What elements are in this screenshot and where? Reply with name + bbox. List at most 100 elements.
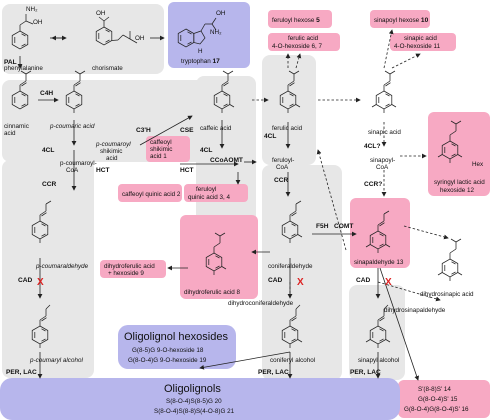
label-caffeoyl-shikimic-1: caffeoyl (150, 139, 172, 146)
label-cinnamic-2: acid (4, 130, 16, 137)
nh2-label: NH₂ (26, 6, 38, 13)
label-chorismate: chorismate (92, 65, 123, 72)
oligolignol-hexosides-title: Oligolignol hexosides (124, 331, 228, 343)
oligolignols-line1: S(8-O-4)S(8-5)G 20 (166, 398, 222, 405)
label-feruloyl-coa-2: CoA (276, 164, 289, 171)
label-sinapic: sinapic acid (368, 129, 401, 136)
label-coniferyl-alcohol: coniferyl alcohol (270, 357, 315, 364)
label-sinapoyl-coa-2: CoA (376, 164, 389, 171)
box-syringyl (428, 112, 490, 196)
s-oligolignols-line3: G(8-O-4)G(8-O-4)S' 16 (404, 406, 469, 413)
label-sinapic-hexoside-1: sinapic acid (404, 35, 437, 42)
s-oligolignols-line2: G(8-O-4)S' 15 (418, 396, 458, 403)
enzyme-cad-3: CAD (356, 277, 371, 284)
box-feruloyl-hexose (268, 10, 332, 28)
enzyme-perlac-2: PER, LAC (258, 369, 289, 376)
cad-x-mark-2: X (297, 277, 304, 288)
sinapic-acid-structure (371, 70, 397, 114)
box-feruloyl-quinic (184, 184, 248, 202)
box-caffeoyl-shikimic (146, 136, 190, 162)
enzyme-perlac-1: PER, LAC (6, 369, 37, 376)
label-pcoumaroyl-shikimic-3: acid (106, 155, 118, 162)
box-ferulic-hexoside (268, 33, 340, 51)
label-sinapoyl-hexose: sinapoyl hexose 10 (374, 17, 429, 24)
cad-x-mark-1: X (37, 277, 44, 288)
region-coniferyl-col (262, 165, 342, 380)
phenylalanine-structure (11, 14, 34, 50)
label-hex: Hex (472, 161, 484, 168)
enzyme-comt: COMT (334, 223, 353, 230)
label-syringyl-1: syringyl lactic acid (434, 179, 485, 186)
label-caffeic: caffeic acid (200, 125, 232, 132)
region-ferulic-col (262, 55, 316, 165)
label-pcoumaroyl-shikimic-1: p-coumaroyl (95, 141, 131, 148)
label-pcoumaroyl-coa-1: p-coumaroyl- (60, 160, 97, 167)
label-dihydrosinapaldehyde: dihydrosinapaldehyde (384, 307, 446, 314)
enzyme-4cl-q: 4CL? (364, 143, 380, 150)
label-ferulic-hexoside-1: ferulic acid (288, 35, 319, 42)
label-p-coumaric: p-coumaric acid (49, 123, 95, 130)
label-ferulic-hexoside-2: 4-O-hexoside 6, 7 (272, 43, 323, 50)
label-feruloyl-quinic-1: feruloyl (196, 186, 216, 193)
label-dihydroconiferaldehyde: dihydroconiferaldehyde (228, 300, 294, 307)
box-oligolignols (0, 378, 400, 420)
enzyme-cse: CSE (180, 127, 194, 134)
enzyme-4cl-1: 4CL (42, 147, 54, 154)
label-cinnamic-1: cinnamic (4, 123, 29, 130)
enzyme-hct-1: HCT (96, 167, 110, 174)
label-ferulic: ferulic acid (272, 125, 303, 132)
box-sinapic-hexoside (390, 33, 456, 51)
label-pcoumaroyl-coa-2: CoA (66, 167, 79, 174)
oligolignols-line2: S(8-O-4)S(8-8)S(4-O-8)G 21 (154, 408, 235, 415)
region-sinapyl-col (349, 285, 405, 380)
box-dihydroferulic (180, 215, 258, 299)
enzyme-ccoaomt: CCoAOMT (210, 157, 243, 164)
trp-nh-label: H (198, 48, 203, 55)
trp-nh2-label: NH₂ (210, 29, 222, 36)
trp-oh-label: OH (216, 10, 226, 17)
tryptophan-structure (177, 17, 217, 48)
label-sinapyl-alcohol: sinapyl alcohol (358, 357, 399, 364)
label-pcoumaroyl-shikimic-2: shikimic (100, 148, 122, 155)
oh-label: OH (33, 19, 43, 26)
enzyme-pal: PAL (4, 59, 17, 66)
cad-x-mark-3: X (385, 277, 392, 288)
box-sinapaldehyde (350, 198, 410, 268)
box-s-oligolignols (398, 380, 490, 418)
box-caffeoyl-quinic (118, 184, 182, 202)
oligolignols-title: Oligolignols (164, 383, 221, 395)
label-dihydroferulic-hexoside-2: + hexoside 9 (108, 270, 144, 277)
s-oligolignols-line1: S'(8-8)S' 14 (418, 386, 451, 393)
box-oligolignol-hexosides (118, 325, 236, 369)
label-tryptophan: tryptophan 17 (181, 58, 220, 65)
label-sinapic-hexoside-2: 4-O-hexoside 11 (394, 43, 441, 50)
label-sinapaldehyde: sinapaldehyde 13 (354, 259, 404, 266)
box-dihydroferulic-hexoside (100, 260, 166, 278)
label-feruloyl-hexose: feruloyl hexose 5 (272, 17, 320, 24)
enzyme-ccr-2: CCR (274, 177, 289, 184)
oligolignol-hexosides-line1: G(8-5)G 9-O-hexoside 18 (132, 347, 204, 354)
label-p-coumaraldehyde: p-coumaraldehyde (35, 263, 89, 270)
oligolignol-hexosides-line2: G(8-O-4)G 9-O-hexoside 19 (128, 357, 207, 364)
tryptophan-box (168, 2, 250, 68)
label-caffeoyl-quinic: caffeoyl quinic acid 2 (122, 191, 181, 198)
label-caffeoyl-shikimic-2: shikimic (150, 146, 172, 153)
label-p-coumaryl-alcohol: p-coumaryl alcohol (29, 357, 83, 364)
chor-oh-label: OH (96, 10, 106, 17)
chorismate-structure (95, 16, 138, 46)
enzyme-perlac-3: PER, LAC (350, 369, 381, 376)
label-feruloyl-coa-1: feruloyl- (272, 157, 294, 164)
enzyme-f5h: F5H (316, 223, 329, 230)
box-sinapoyl-hexose (370, 10, 430, 28)
dihydrosinapic-acid-structure (437, 238, 463, 282)
chor-oh2-label: OH (135, 35, 145, 42)
label-dihydroferulic-hexoside-1: dihydroferulic acid (104, 263, 155, 270)
label-feruloyl-quinic-2: quinic acid 3, 4 (188, 194, 231, 201)
enzyme-ccr-q: CCR? (364, 181, 382, 188)
enzyme-cad-1: CAD (18, 277, 33, 284)
region-phenylalanine-chorismate (2, 4, 164, 74)
enzyme-c3h: C3'H (136, 127, 151, 134)
label-dihydroferulic: dihydroferulic acid 8 (184, 289, 240, 296)
enzyme-4cl-2: 4CL (200, 147, 212, 154)
